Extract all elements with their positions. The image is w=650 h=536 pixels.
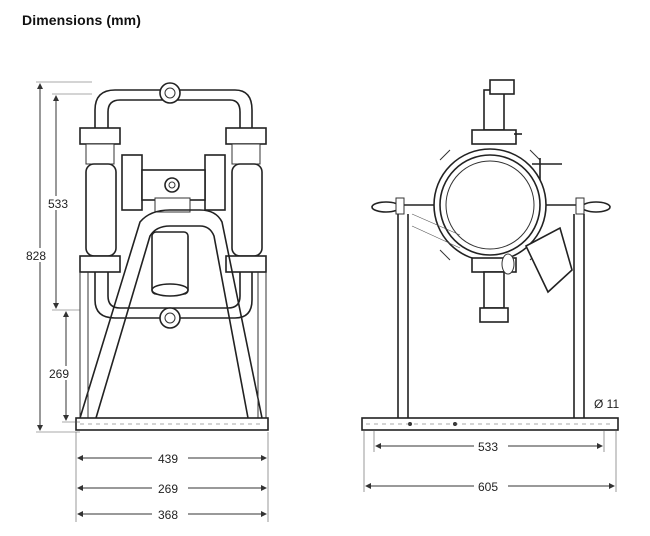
dim-269-vertical: 269 bbox=[49, 367, 69, 381]
dim-533-vertical: 533 bbox=[48, 197, 68, 211]
dim-368: 368 bbox=[158, 508, 178, 522]
dim-439: 439 bbox=[158, 452, 178, 466]
front-view bbox=[75, 82, 269, 431]
dim-hole-diameter: Ø 11 bbox=[594, 397, 619, 411]
dim-605: 605 bbox=[478, 480, 498, 494]
bottom-port-flange bbox=[159, 307, 181, 329]
left-chamber bbox=[85, 163, 117, 257]
front-vertical-dimensions: 828 533 269 bbox=[24, 81, 92, 433]
side-view bbox=[361, 79, 619, 431]
dim-828: 828 bbox=[26, 249, 46, 263]
side-dimensions: 533 605 Ø 11 bbox=[363, 397, 619, 494]
dim-269-horizontal: 269 bbox=[158, 482, 178, 496]
front-horizontal-dimensions: 439 269 368 bbox=[75, 432, 269, 522]
top-port-flange bbox=[159, 82, 181, 104]
dim-533-horizontal: 533 bbox=[478, 440, 498, 454]
right-chamber bbox=[231, 163, 263, 257]
page-title: Dimensions (mm) bbox=[22, 12, 141, 28]
